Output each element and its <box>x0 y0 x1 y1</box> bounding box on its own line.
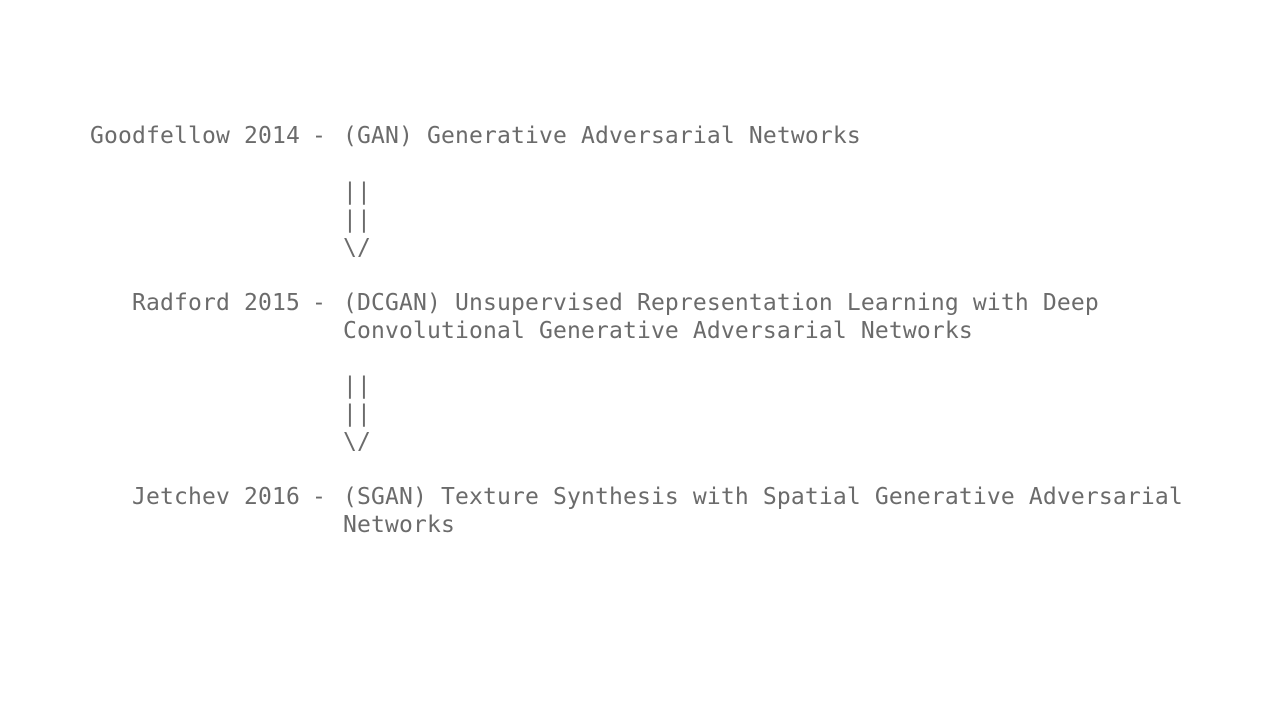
arrow-stem: || <box>343 373 371 399</box>
entry-separator: - <box>312 484 326 510</box>
arrow-stem: || <box>343 179 371 205</box>
entry-author-jetchev: Jetchev 2016 <box>132 484 300 510</box>
arrow-head: \/ <box>343 429 371 455</box>
arrow-head: \/ <box>343 235 371 261</box>
arrow-stem: || <box>343 207 371 233</box>
entry-title-dcgan-line-2: Convolutional Generative Adversarial Net… <box>343 318 973 344</box>
entry-separator: - <box>312 290 326 316</box>
entry-title-dcgan-line-1: (DCGAN) Unsupervised Representation Lear… <box>343 290 1099 316</box>
entry-title-sgan-line-2: Networks <box>343 512 455 538</box>
entry-author-radford: Radford 2015 <box>132 290 300 316</box>
entry-separator: - <box>312 123 326 149</box>
arrow-stem: || <box>343 401 371 427</box>
entry-title-sgan-line-1: (SGAN) Texture Synthesis with Spatial Ge… <box>343 484 1183 510</box>
entry-title-gan: (GAN) Generative Adversarial Networks <box>343 123 861 149</box>
entry-author-goodfellow: Goodfellow 2014 <box>90 123 300 149</box>
